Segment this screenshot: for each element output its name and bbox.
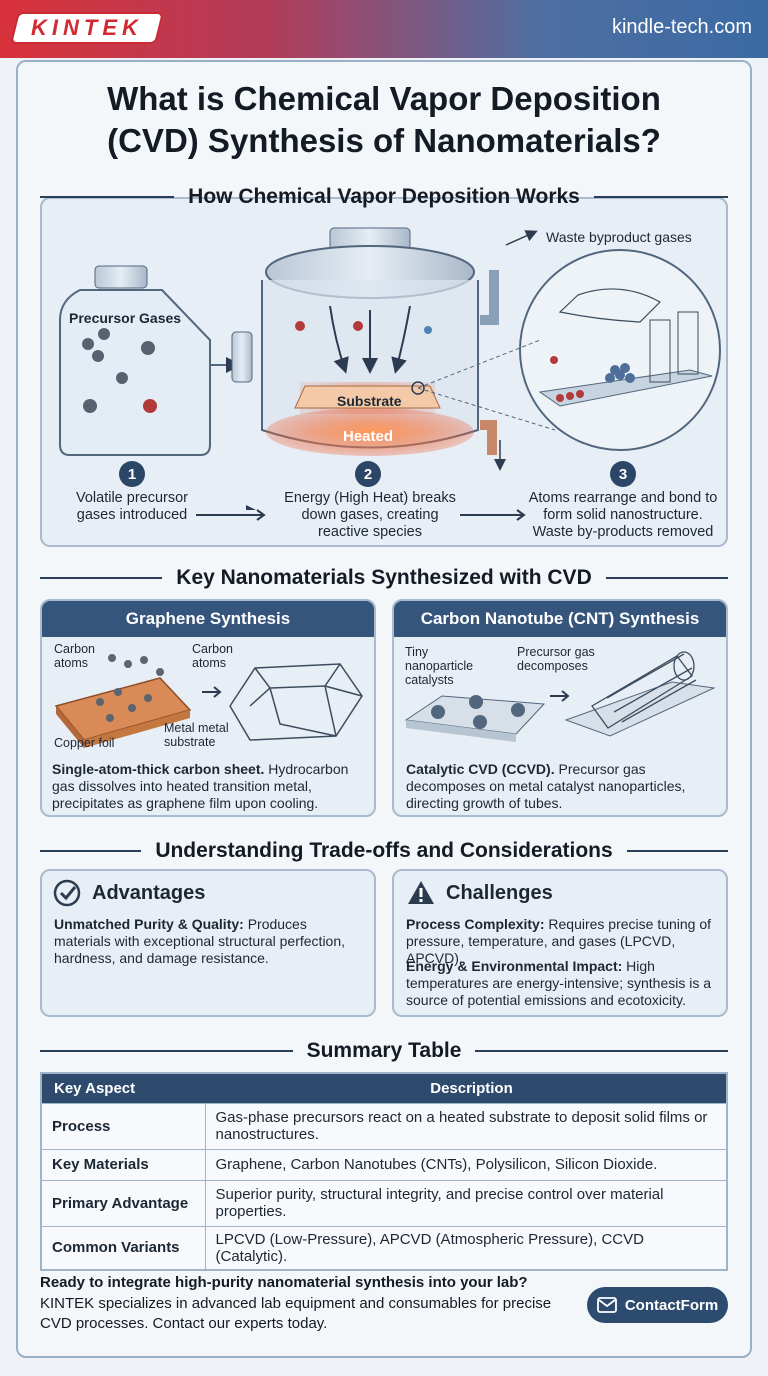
cnt-card-title: Carbon Nanotube (CNT) Synthesis [394,601,726,637]
step-1-number: 1 [119,461,145,487]
substrate-label: Substrate [337,393,402,409]
contact-form-button[interactable]: ContactForm [587,1287,728,1323]
check-circle-icon [53,879,81,907]
precursor-bottle [59,265,211,456]
step-arrows [196,509,526,521]
table-row: Process Gas-phase precursors react on a … [41,1102,727,1149]
table-row: Primary Advantage Superior purity, struc… [41,1179,727,1226]
cta-question: Ready to integrate high-purity nanomater… [40,1274,528,1291]
col-description: Description [205,1073,727,1103]
step-3-number: 3 [610,461,636,487]
precursor-gas-label: Precursor gas decomposes [517,645,595,673]
materials-heading: Key Nanomaterials Synthesized with CVD [40,563,729,593]
top-banner: KINTEK kindle-tech.com [0,0,768,58]
graphene-card-title: Graphene Synthesis [42,601,374,637]
copper-foil-label: Copper foil [54,736,115,750]
mail-icon [596,1297,617,1313]
precursor-gases-label: Precursor Gases [69,310,182,326]
challenges-card [392,869,728,1017]
table-row: Key Materials Graphene, Carbon Nanotubes… [41,1148,727,1180]
step-2-number: 2 [355,461,381,487]
reaction-chamber [261,227,479,456]
warning-icon [408,881,434,904]
summary-table: Key Aspect Description Process Gas-phase… [40,1072,728,1271]
advantage-item: Unmatched Purity & Quality: Produces mat… [54,916,346,966]
graphene-carbon-atoms-right: Carbon atoms [192,642,233,670]
tradeoffs-heading: Understanding Trade-offs and Considerati… [40,836,729,866]
cnt-illustration [404,651,716,742]
graphene-illustration [54,654,363,748]
graphene-description: Single-atom-thick carbon sheet. Hydrocar… [52,761,349,811]
site-url[interactable]: kindle-tech.com [611,16,752,38]
challenges-heading: Challenges [406,878,553,908]
page-title: What is Chemical Vapor Deposition (CVD) … [107,80,661,159]
nanostructure-zoom [519,249,721,451]
cnt-description: Catalytic CVD (CCVD). Precursor gas deco… [406,761,686,811]
process-heading: How Chemical Vapor Deposition Works [40,182,729,212]
graphene-carbon-atoms-left: Carbon atoms [54,642,95,670]
metal-substrate-label: Metal metal substrate [164,721,229,749]
col-key-aspect: Key Aspect [41,1073,205,1103]
waste-gases-label: Waste byproduct gases [546,229,692,245]
table-row: Common Variants LPCVD (Low-Pressure), AP… [41,1225,727,1270]
kintek-logo[interactable]: KINTEK [10,12,164,44]
cta-text: KINTEK specializes in advanced lab equip… [40,1295,552,1332]
heated-label: Heated [343,428,394,445]
advantages-heading: Advantages [52,878,205,908]
challenge-item-1: Process Complexity: Requires precise tun… [406,916,712,966]
cvd-process-diagram [59,227,721,510]
advantages-card [40,869,376,1017]
challenge-item-2: Energy & Environmental Impact: High temp… [406,958,712,1008]
summary-heading: Summary Table [40,1036,728,1066]
catalyst-label: Tiny nanoparticle catalysts [405,645,474,687]
